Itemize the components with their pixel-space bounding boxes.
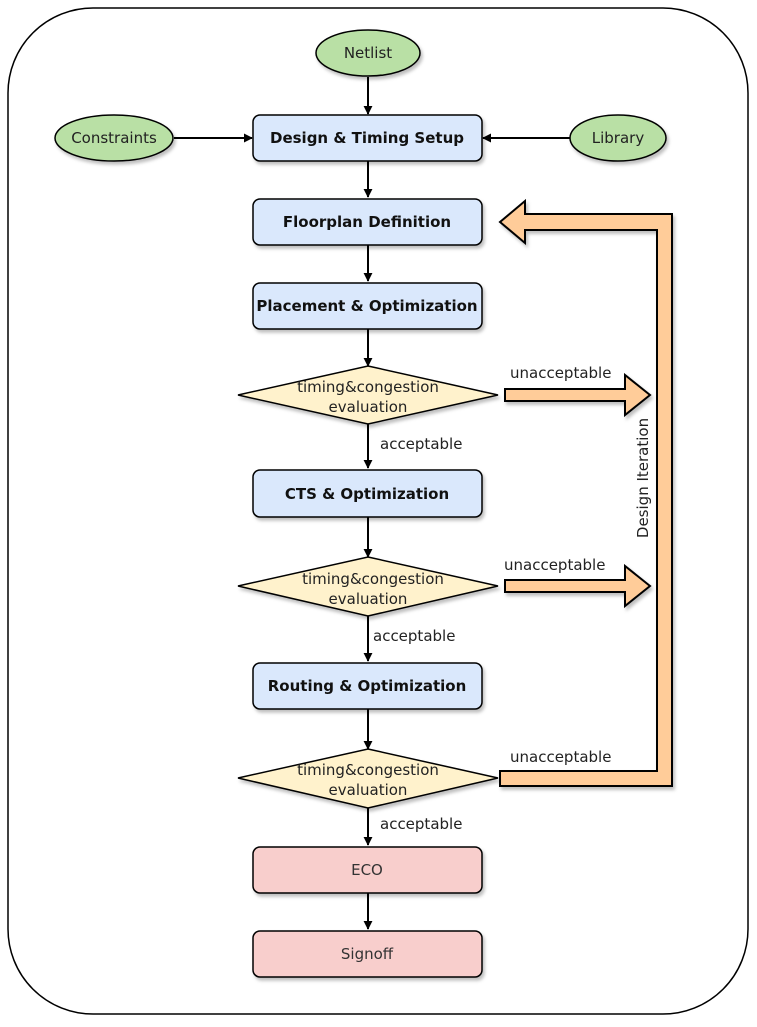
eco-box xyxy=(252,846,483,894)
eco-label: ECO xyxy=(351,861,383,879)
acceptable-label-3: acceptable xyxy=(380,815,462,833)
constraints-ellipse xyxy=(54,114,174,162)
netlist-ellipse xyxy=(315,29,421,77)
connectors xyxy=(174,77,570,930)
eco-step: ECO xyxy=(252,846,483,894)
unacceptable-label-1: unacceptable xyxy=(510,364,611,382)
evaluation-3: timing&congestion evaluation xyxy=(237,748,499,809)
evaluation-3-line1: timing&congestion xyxy=(297,761,439,779)
evaluation-1-diamond xyxy=(237,365,499,425)
cts-step: CTS & Optimization xyxy=(252,469,483,518)
setup-label: Design & Timing Setup xyxy=(270,129,464,147)
setup-box xyxy=(252,114,483,162)
evaluation-2: timing&congestion evaluation xyxy=(237,556,499,617)
placement-step: Placement & Optimization xyxy=(252,282,483,330)
floorplan-box xyxy=(252,198,483,246)
evaluation-2-line2: evaluation xyxy=(329,590,408,608)
evaluation-3-diamond xyxy=(237,748,499,809)
acceptable-label-1: acceptable xyxy=(380,435,462,453)
signoff-box xyxy=(252,930,483,978)
library-label: Library xyxy=(592,129,645,147)
placement-box xyxy=(252,282,483,330)
netlist-node: Netlist xyxy=(315,29,421,77)
unacceptable-arrow-1 xyxy=(504,372,652,418)
library-node: Library xyxy=(569,114,667,162)
unacceptable-label-2: unacceptable xyxy=(504,556,605,574)
routing-step: Routing & Optimization xyxy=(252,662,483,710)
signoff-label: Signoff xyxy=(341,945,394,963)
evaluation-1-line1: timing&congestion xyxy=(297,378,439,396)
evaluation-3-line2: evaluation xyxy=(329,781,408,799)
evaluation-2-line1: timing&congestion xyxy=(302,570,444,588)
library-ellipse xyxy=(569,114,667,162)
signoff-step: Signoff xyxy=(252,930,483,978)
routing-box xyxy=(252,662,483,710)
design-iteration-label: Design Iteration xyxy=(634,418,652,538)
floorplan-label: Floorplan Definition xyxy=(283,213,451,231)
constraints-node: Constraints xyxy=(54,114,174,162)
routing-label: Routing & Optimization xyxy=(268,677,467,695)
acceptable-label-2: acceptable xyxy=(373,627,455,645)
evaluation-1: timing&congestion evaluation xyxy=(237,365,499,425)
design-iteration-loop-arrow xyxy=(498,198,673,787)
netlist-label: Netlist xyxy=(344,44,392,62)
cts-label: CTS & Optimization xyxy=(285,485,449,503)
floorplan-step: Floorplan Definition xyxy=(252,198,483,246)
evaluation-2-diamond xyxy=(237,556,499,617)
cts-box xyxy=(252,469,483,518)
unacceptable-label-3: unacceptable xyxy=(510,748,611,766)
constraints-label: Constraints xyxy=(71,129,157,147)
placement-label: Placement & Optimization xyxy=(256,297,477,315)
evaluation-1-line2: evaluation xyxy=(329,398,408,416)
setup-step: Design & Timing Setup xyxy=(252,114,483,162)
unacceptable-arrow-2 xyxy=(504,563,652,609)
